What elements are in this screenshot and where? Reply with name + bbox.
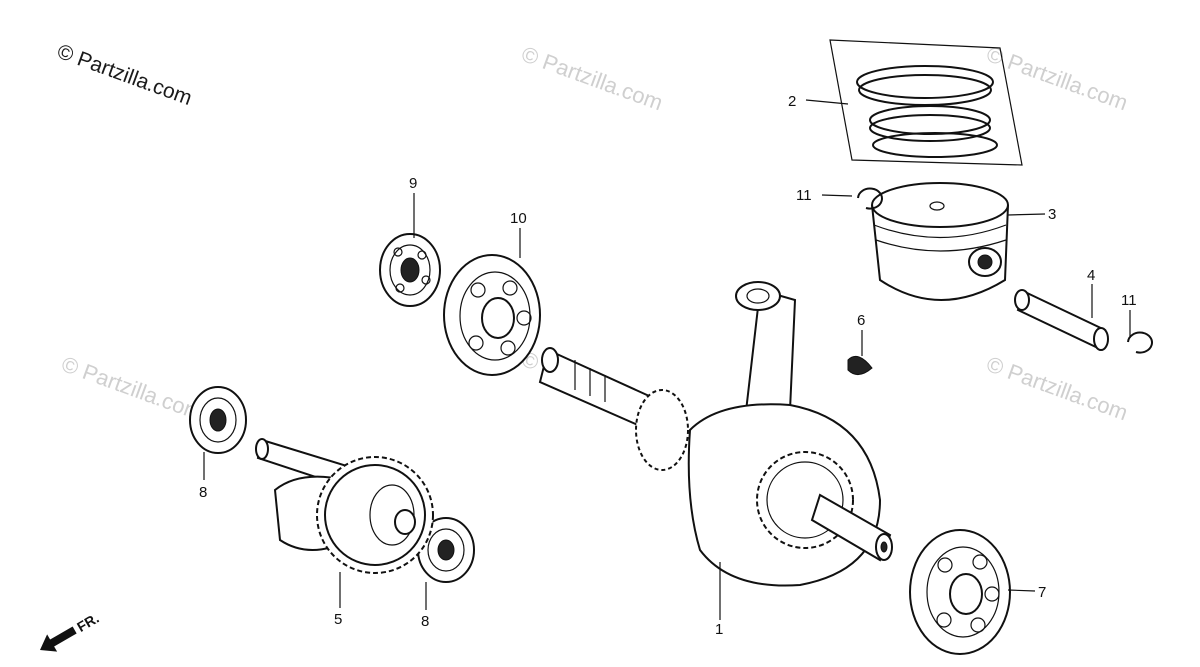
callout-7: 7 (1038, 584, 1046, 601)
callout-6: 6 (857, 312, 865, 329)
crankshaft[interactable] (538, 281, 893, 587)
piston-pin-clip-left[interactable] (857, 187, 883, 210)
bearing-large-upper[interactable] (443, 254, 541, 376)
callout-1: 1 (715, 621, 723, 638)
watermark-5: © Partzilla.com (983, 351, 1131, 425)
balancer-shaft[interactable] (255, 438, 434, 574)
leader-lines (203, 99, 1131, 620)
callout-5: 5 (334, 611, 342, 628)
piston-pin[interactable] (1014, 289, 1109, 351)
piston-ring-set[interactable] (829, 39, 1023, 166)
callout-11-left: 11 (796, 187, 812, 204)
callout-9: 9 (409, 175, 417, 192)
woodruff-key[interactable] (847, 355, 873, 375)
watermark-1: © Partzilla.com (518, 41, 666, 115)
bearing-large-lower[interactable] (909, 529, 1011, 655)
piston-pin-clip-right[interactable] (1127, 331, 1153, 354)
watermark-3: © Partzilla.com (58, 351, 206, 425)
callout-2: 2 (788, 93, 796, 110)
piston[interactable] (871, 182, 1009, 301)
callout-10: 10 (510, 210, 527, 227)
bearing-small-left[interactable] (189, 386, 247, 454)
front-direction-arrow: FR. (40, 610, 102, 652)
callout-8-right: 8 (421, 613, 429, 630)
callout-11-right: 11 (1121, 292, 1137, 309)
callout-3: 3 (1048, 206, 1056, 223)
callout-8-left: 8 (199, 484, 207, 501)
front-label: FR. (74, 610, 102, 635)
bearing-small-upper[interactable] (379, 233, 441, 307)
callout-4: 4 (1087, 267, 1095, 284)
